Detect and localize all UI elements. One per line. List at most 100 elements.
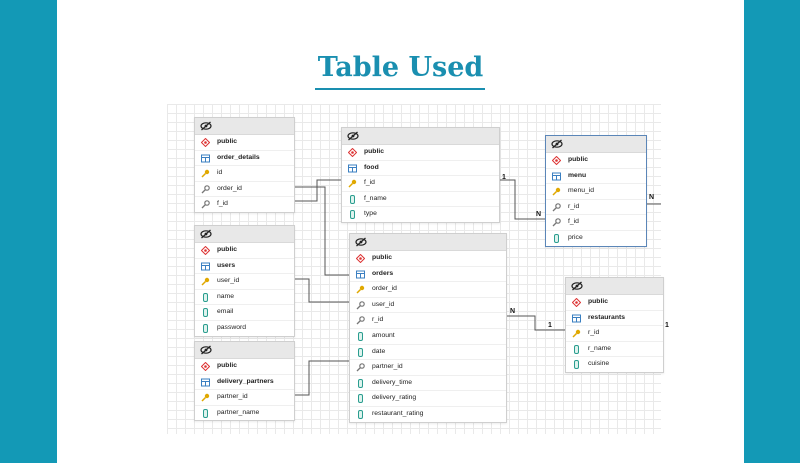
table-food[interactable]: public food f_id f_name type	[341, 127, 500, 223]
column-name: date	[372, 347, 386, 355]
column-icon	[203, 408, 208, 418]
eye-hidden-icon[interactable]	[551, 139, 563, 149]
table-icon	[356, 270, 365, 279]
table-name-row: food	[342, 161, 499, 177]
column-name: cuisine	[588, 360, 610, 368]
column-name: partner_name	[217, 408, 260, 416]
foreign-key-icon	[356, 300, 365, 310]
column-name: r_id	[588, 329, 600, 337]
table-users[interactable]: public users user_id name email password	[194, 225, 295, 337]
table-header[interactable]	[350, 234, 506, 251]
column-row[interactable]: r_id	[566, 326, 663, 342]
rel-order-details-food	[295, 179, 352, 202]
table-header[interactable]	[342, 128, 499, 145]
column-row[interactable]: r_id	[350, 313, 506, 329]
cardinality-label: 1	[502, 174, 506, 181]
column-row[interactable]: delivery_rating	[350, 391, 506, 407]
table-order-details[interactable]: public order_details id order_id f_id	[194, 117, 295, 213]
column-name: user_id	[372, 300, 395, 308]
column-icon	[350, 210, 355, 220]
erd-canvas[interactable]: N 1 N 1 1 N 1 N 1 N N 1 N 1 public order…	[167, 104, 669, 434]
column-row[interactable]: partner_id	[195, 390, 294, 406]
table-name: restaurants	[588, 313, 626, 321]
table-delivery-partners[interactable]: public delivery_partners partner_id part…	[194, 341, 295, 422]
table-orders[interactable]: public orders order_id user_id r_id amou…	[349, 233, 507, 423]
column-icon	[358, 378, 363, 388]
column-name: partner_id	[372, 363, 403, 371]
column-row[interactable]: cuisine	[566, 357, 663, 372]
column-row[interactable]: r_id	[546, 200, 646, 216]
table-name-row: restaurants	[566, 311, 663, 327]
column-row[interactable]: f_name	[342, 192, 499, 208]
table-name-row: order_details	[195, 151, 294, 167]
schema-label: public	[568, 156, 589, 163]
table-menu[interactable]: public menu menu_id r_id f_id price	[545, 135, 647, 247]
eye-hidden-icon[interactable]	[347, 131, 359, 141]
table-header[interactable]	[195, 118, 294, 135]
column-row[interactable]: amount	[350, 329, 506, 345]
cardinality-label: N	[536, 211, 542, 218]
table-header[interactable]	[566, 278, 663, 295]
eye-hidden-icon[interactable]	[200, 121, 212, 131]
schema-label: public	[217, 362, 238, 369]
foreign-key-icon	[201, 184, 210, 194]
table-icon	[201, 154, 210, 163]
foreign-key-icon	[201, 200, 210, 209]
column-row[interactable]: password	[195, 321, 294, 336]
column-row[interactable]: r_name	[566, 342, 663, 358]
column-row[interactable]: price	[546, 231, 646, 246]
eye-hidden-icon[interactable]	[571, 281, 583, 291]
schema-icon	[572, 298, 581, 307]
column-name: restaurant_rating	[372, 409, 424, 417]
schema-row: public	[342, 145, 499, 161]
table-name: menu	[568, 171, 587, 179]
column-row[interactable]: user_id	[195, 274, 294, 290]
table-header[interactable]	[195, 226, 294, 243]
table-name: users	[217, 261, 236, 269]
table-icon	[348, 164, 357, 173]
schema-label: public	[217, 246, 238, 253]
column-row[interactable]: id	[195, 166, 294, 182]
column-row[interactable]: partner_name	[195, 406, 294, 421]
column-icon	[203, 323, 208, 333]
foreign-key-icon	[552, 202, 561, 212]
column-row[interactable]: date	[350, 345, 506, 361]
column-row[interactable]: menu_id	[546, 184, 646, 200]
column-name: delivery_time	[372, 378, 413, 386]
column-name: f_id	[217, 200, 228, 208]
column-row[interactable]: order_id	[350, 282, 506, 298]
table-header[interactable]	[195, 342, 294, 359]
primary-key-icon	[201, 393, 210, 402]
column-row[interactable]: partner_id	[350, 360, 506, 376]
eye-hidden-icon[interactable]	[355, 237, 367, 247]
schema-label: public	[217, 138, 238, 145]
column-row[interactable]: delivery_time	[350, 376, 506, 392]
cardinality-label: 1	[548, 322, 552, 329]
schema-label: public	[364, 148, 385, 155]
column-row[interactable]: type	[342, 207, 499, 222]
column-row[interactable]: email	[195, 305, 294, 321]
column-row[interactable]: name	[195, 290, 294, 306]
eye-hidden-icon[interactable]	[200, 345, 212, 355]
table-header[interactable]	[546, 136, 646, 153]
table-icon	[552, 172, 561, 181]
column-name: type	[364, 210, 377, 218]
schema-icon	[201, 362, 210, 371]
column-row[interactable]: f_id	[195, 197, 294, 212]
column-name: email	[217, 308, 234, 316]
column-row[interactable]: order_id	[195, 182, 294, 198]
column-name: id	[217, 169, 223, 177]
table-name: delivery_partners	[217, 377, 274, 385]
table-restaurants[interactable]: public restaurants r_id r_name cuisine	[565, 277, 664, 373]
column-name: r_id	[372, 316, 384, 324]
eye-hidden-icon[interactable]	[200, 229, 212, 239]
column-row[interactable]: f_id	[342, 176, 499, 192]
column-row[interactable]: f_id	[546, 215, 646, 231]
column-row[interactable]: restaurant_rating	[350, 407, 506, 422]
column-icon	[574, 360, 579, 370]
table-icon	[201, 378, 210, 387]
primary-key-icon	[572, 329, 581, 338]
column-row[interactable]: user_id	[350, 298, 506, 314]
primary-key-icon	[552, 187, 561, 196]
schema-icon	[356, 254, 365, 263]
